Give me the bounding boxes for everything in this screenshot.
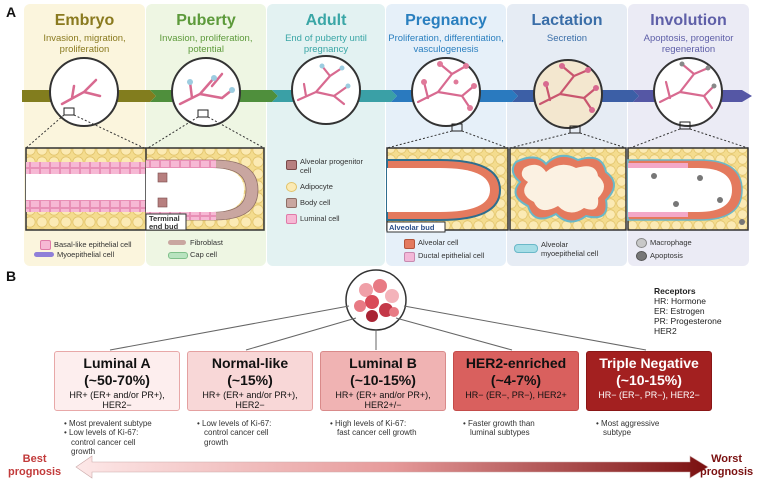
legend-ductal-epithelial: Ductal epithelial cell: [418, 251, 485, 260]
subtype-luminal-a: Luminal A (~50-70%) HR+ (ER+ and/or PR+)…: [54, 351, 180, 411]
legend-macrophage: Macrophage: [650, 238, 692, 247]
circle-pregnancy: [411, 57, 481, 132]
notes-triple-negative: • Most aggressive subtype: [596, 419, 660, 438]
alveolar-progenitor-swatch: [286, 160, 297, 170]
legend-alveolar-cell: Alveolar cell: [418, 238, 459, 247]
fibroblast-swatch: [168, 240, 186, 245]
subtype-percent: (~4-7%): [490, 372, 542, 388]
cap-cell-swatch: [168, 252, 188, 259]
duct-lumen: [26, 174, 146, 200]
stage-title: Involution: [650, 12, 727, 29]
panel-a-label: A: [6, 4, 17, 20]
subtype-receptors: HR+ (ER+ and/or PR+),HER2+/−: [335, 390, 431, 410]
stage-title: Embryo: [54, 12, 115, 29]
subtype-receptors: HR+ (ER+ and/or PR+),HER2−: [202, 390, 298, 410]
legend-adipocyte: Adipocyte: [300, 182, 333, 191]
alveolar-progenitor-cell: [157, 172, 168, 183]
legend-basal: Basal-like epithelial cell: [54, 240, 132, 249]
subtype-receptors: HR− (ER−, PR−), HER2+: [465, 390, 567, 400]
legend-cap: Cap cell: [190, 250, 218, 259]
stage-title: Pregnancy: [405, 12, 487, 29]
notes-luminal-b: • High levels of Ki-67: fast cancer cell…: [330, 419, 417, 438]
stage-description: Proliferation, differentiation,vasculoge…: [388, 33, 504, 55]
circle-adult: [291, 55, 361, 125]
subtype-receptors: HR− (ER−, PR−), HER2−: [598, 390, 700, 400]
subtype-percent: (~10-15%): [350, 372, 416, 388]
legend-luminal-cell: Luminal cell: [300, 214, 340, 223]
legend-myoepithelial: Myoepithelial cell: [57, 250, 115, 259]
tumor-tree: [109, 269, 647, 351]
stage-title: Lactation: [531, 12, 603, 29]
subtype-percent: (~15%): [227, 372, 273, 388]
basal-cell-swatch: [40, 240, 51, 250]
subtype-name: Luminal B: [349, 355, 417, 371]
stage-title: Puberty: [176, 12, 236, 29]
subtype-name: Triple Negative: [599, 355, 699, 371]
tumor-cells: [354, 279, 399, 322]
receptors-legend: Receptors HR: Hormone ER: Estrogen PR: P…: [654, 286, 722, 336]
subtype-percent: (~50-70%): [84, 372, 150, 388]
subtype-her2-enriched: HER2-enriched (~4-7%) HR− (ER−, PR−), HE…: [453, 351, 579, 411]
apoptosis-swatch: [636, 251, 647, 261]
legend-body-cell: Body cell: [300, 198, 331, 207]
adipocyte-swatch: [286, 182, 297, 192]
legend-fibroblast: Fibroblast: [190, 238, 223, 247]
stage-description: Invasion, proliferation,potential: [159, 33, 253, 55]
subtype-name: Luminal A: [83, 355, 151, 371]
prognosis-arrow: [75, 455, 709, 479]
subtype-triple-negative: Triple Negative (~10-15%) HR− (ER−, PR−)…: [586, 351, 712, 411]
ductal-epithelial-swatch: [404, 252, 415, 262]
subtype-percent: (~10-15%): [616, 372, 682, 388]
subtype-luminal-b: Luminal B (~10-15%) HR+ (ER+ and/or PR+)…: [320, 351, 446, 411]
stage-description: Secretion: [546, 33, 588, 44]
duct-upper: [26, 162, 146, 174]
subtype-name: HER2-enriched: [465, 355, 567, 371]
luminal-cell-swatch: [286, 214, 297, 224]
notes-luminal-a: • Most prevalent subtype• Low levels of …: [64, 419, 152, 457]
panel-b-label: B: [6, 268, 17, 284]
subtype-normal-like: Normal-like (~15%) HR+ (ER+ and/or PR+),…: [187, 351, 313, 411]
subtype-receptors: HR+ (ER+ and/or PR+),HER2−: [69, 390, 165, 410]
circle-lactation: [533, 59, 603, 134]
notes-normal-like: • Low levels of Ki-67: control cancer ce…: [197, 419, 272, 447]
stage-description: Invasion, migration,proliferation: [43, 33, 126, 55]
alveolar-myoepithelial-swatch: [514, 244, 538, 253]
duct-lower: [26, 200, 146, 212]
circle-puberty: [171, 57, 241, 127]
macrophage-swatch: [636, 238, 647, 248]
stage-title: Adult: [305, 12, 347, 29]
body-cell-swatch: [286, 198, 297, 208]
circle-involution: [653, 57, 723, 130]
notes-her2-enriched: • Faster growth than luminal subtypes: [463, 419, 535, 438]
myoepithelial-swatch: [34, 252, 54, 257]
legend-apoptosis: Apoptosis: [650, 251, 683, 260]
alveolar-cell-swatch: [404, 239, 415, 249]
subtype-name: Normal-like: [211, 355, 289, 371]
circle-embryo: [49, 57, 119, 127]
alveolar-bud-label: Alveolar bud: [389, 223, 435, 232]
